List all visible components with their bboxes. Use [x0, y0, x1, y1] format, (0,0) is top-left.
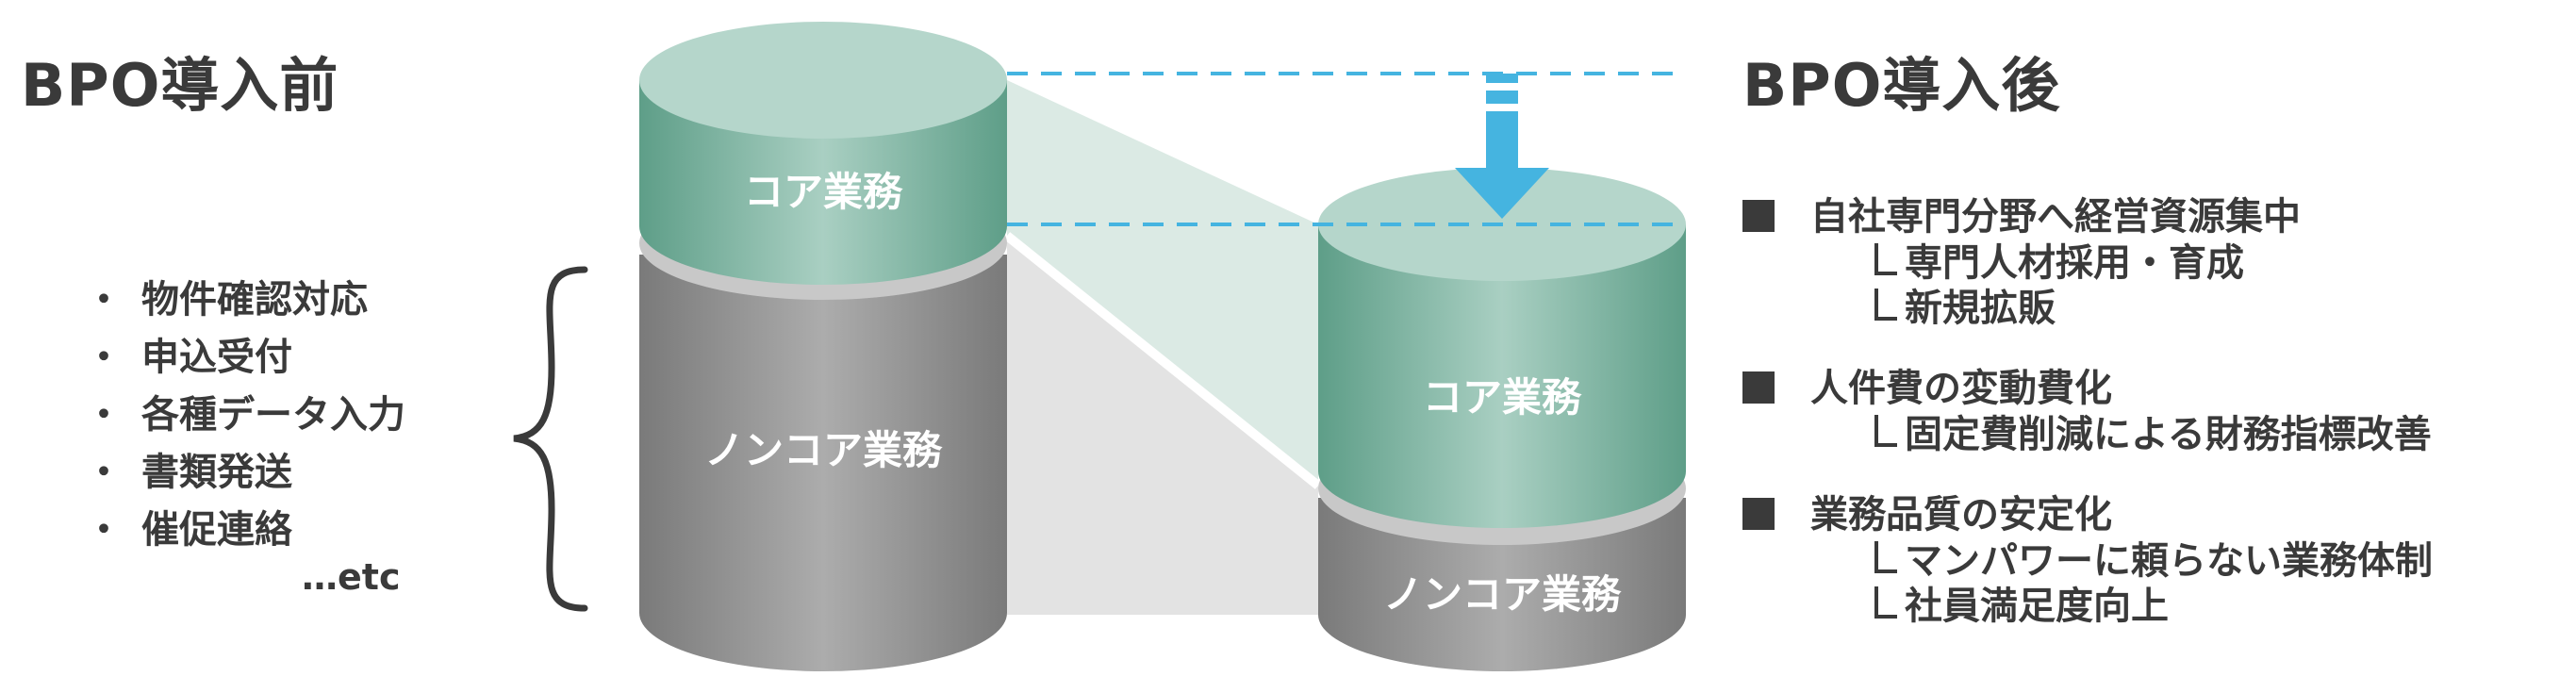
sub-item-corner-icon — [1874, 243, 1897, 275]
task-item: ・物件確認対応 — [85, 272, 405, 329]
black-square-icon — [1742, 200, 1775, 232]
core-label-after: コア業務 — [1423, 374, 1582, 421]
bullet-dot: ・ — [85, 508, 123, 552]
benefit-heading: 業務品質の安定化 — [1810, 493, 2112, 536]
benefit-sub-item: 専門人材採用・育成 — [1905, 241, 2244, 285]
benefit-sub-item: 新規拡販 — [1905, 287, 2056, 330]
task-text: 申込受付 — [141, 336, 292, 379]
task-item: ・申込受付 — [85, 329, 405, 387]
noncore-label-after: ノンコア業務 — [1383, 571, 1622, 618]
noncore-body-after — [1318, 498, 1686, 671]
black-square-icon — [1742, 498, 1775, 530]
etc-label: …etc — [302, 556, 401, 598]
core-label-before: コア業務 — [744, 169, 903, 215]
task-item: ・各種データ入力 — [85, 387, 405, 444]
benefit-sub-item: マンパワーに頼らない業務体制 — [1905, 539, 2433, 583]
bullet-dot: ・ — [85, 336, 123, 379]
benefit-item: 業務品質の安定化 マンパワーに頼らない業務体制 社員満足度向上 — [1742, 491, 2433, 629]
benefit-item: 人件費の変動費化 固定費削減による財務指標改善 — [1742, 365, 2433, 457]
sub-item-corner-icon — [1874, 541, 1897, 573]
core-top-before — [639, 22, 1007, 139]
task-item: ・書類発送 — [85, 444, 405, 502]
core-body-after — [1318, 224, 1686, 528]
benefit-heading: 自社専門分野へ経営資源集中 — [1810, 195, 2301, 239]
title-before-bpo: BPO導入前 — [21, 51, 339, 120]
task-text: 物件確認対応 — [141, 278, 368, 322]
sub-item-corner-icon — [1874, 415, 1897, 447]
bullet-dot: ・ — [85, 451, 123, 494]
noncore-label-before: ノンコア業務 — [704, 427, 943, 473]
sub-item-corner-icon — [1874, 289, 1897, 321]
sub-item-corner-icon — [1874, 586, 1897, 619]
core-projection — [1007, 80, 1318, 486]
noncore-task-list: ・物件確認対応 ・申込受付 ・各種データ入力 ・書類発送 ・催促連絡 — [85, 272, 405, 559]
task-text: 催促連絡 — [141, 508, 292, 552]
core-body-before — [639, 80, 1007, 285]
arrow-down-icon — [1455, 74, 1549, 219]
benefit-list: 自社専門分野へ経営資源集中 専門人材採用・育成 新規拡販 人件費の変動費化 固定… — [1742, 193, 2433, 663]
projection-divider — [1003, 232, 1322, 489]
task-text: 各種データ入力 — [141, 393, 405, 437]
cylinder-after: コア業務 ノンコア業務 — [1318, 168, 1686, 671]
curly-brace-icon — [513, 266, 588, 612]
benefit-item: 自社専門分野へ経営資源集中 専門人材採用・育成 新規拡販 — [1742, 193, 2433, 331]
benefit-sub-item: 固定費削減による財務指標改善 — [1905, 413, 2432, 456]
task-text: 書類発送 — [141, 451, 292, 494]
title-after-bpo: BPO導入後 — [1742, 51, 2061, 120]
task-item: ・催促連絡 — [85, 502, 405, 559]
noncore-projection — [1007, 236, 1318, 615]
bullet-dot: ・ — [85, 278, 123, 322]
benefit-sub-item: 社員満足度向上 — [1905, 585, 2169, 628]
noncore-body-before — [639, 255, 1007, 671]
benefit-heading: 人件費の変動費化 — [1810, 367, 2112, 410]
black-square-icon — [1742, 371, 1775, 404]
cylinder-before: コア業務 ノンコア業務 — [639, 22, 1007, 671]
bullet-dot: ・ — [85, 393, 123, 437]
